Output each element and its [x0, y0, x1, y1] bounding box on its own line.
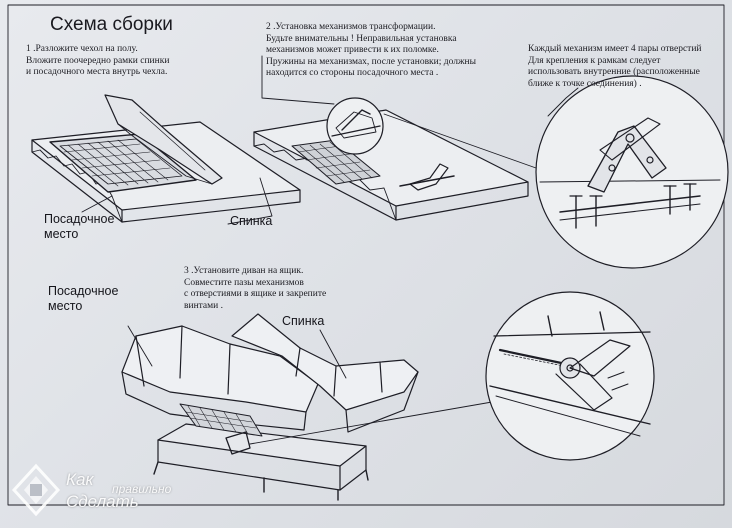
watermark-line2: правильно: [112, 482, 172, 496]
step2-drawing: [253, 55, 529, 221]
diagram-title: Схема сборки: [50, 14, 173, 35]
mechanism-note-text: Каждый механизм имеет 4 пары отверстий Д…: [528, 44, 702, 89]
mechanism-holes-detail: [383, 75, 729, 269]
label-back-top: Спинка: [230, 214, 273, 228]
step1-drawing: [31, 94, 301, 225]
step2-text: 2 .Установка механизмов трансформации. Б…: [266, 22, 477, 78]
label-back-bottom: Спинка: [282, 314, 325, 328]
step1-text: 1 .Разложите чехол на полу. Вложите пооч…: [26, 44, 170, 77]
watermark-line3: Сделать: [66, 492, 139, 511]
step3-drawing: [121, 291, 655, 501]
label-seat-top: Посадочное место: [44, 212, 115, 241]
step3-text: 3 .Установите диван на ящик. Совместите …: [184, 266, 327, 311]
watermark-line1: Как: [66, 470, 94, 489]
sheet-frame: [7, 4, 725, 506]
watermark-logo-icon: [11, 463, 61, 517]
label-seat-bottom: Посадочное место: [48, 284, 119, 313]
